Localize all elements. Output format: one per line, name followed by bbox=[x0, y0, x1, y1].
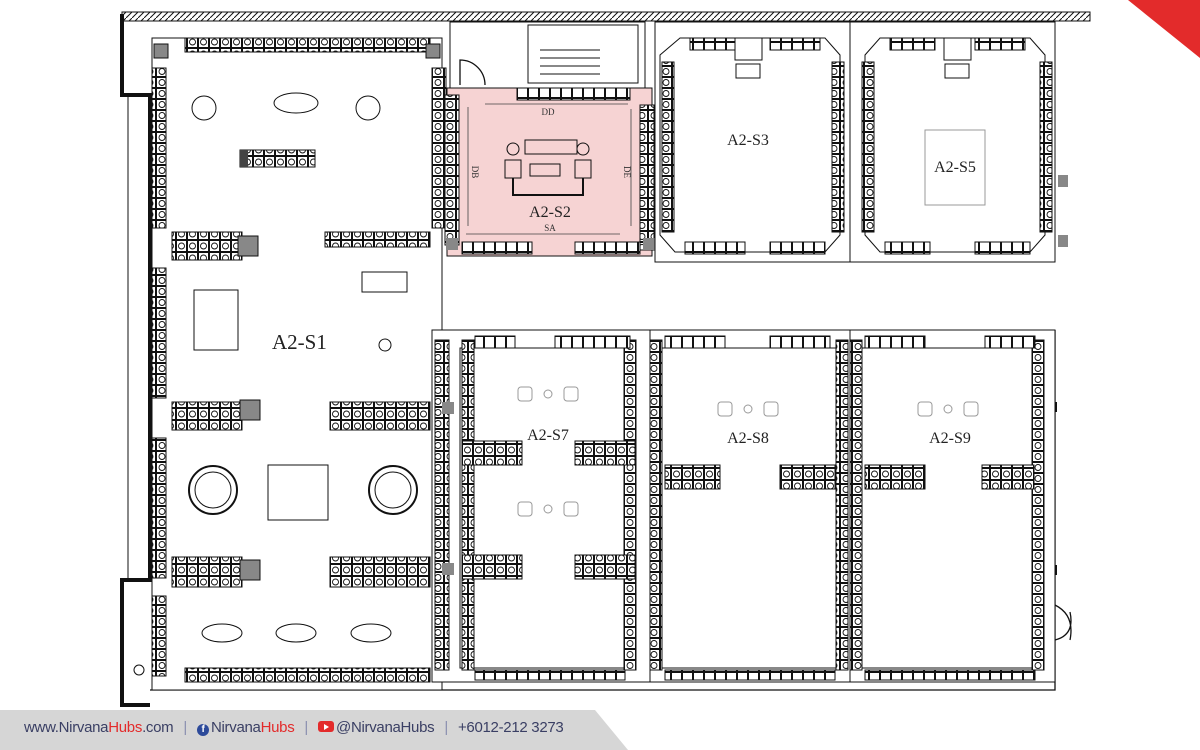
facebook-text: Nirvana bbox=[210, 719, 261, 736]
dimension-label-left: DB bbox=[470, 166, 480, 179]
zone-a2-s5[interactable]: A2-S5 bbox=[849, 21, 1068, 263]
zone-a2-s7[interactable]: A2-S7 bbox=[442, 335, 637, 681]
room-label-a2-s3: A2-S3 bbox=[727, 132, 769, 149]
website-link[interactable]: www.NirvanaHubs.com bbox=[24, 719, 174, 736]
corner-accent bbox=[1128, 0, 1200, 58]
divider: | bbox=[183, 719, 187, 736]
bottom-block bbox=[431, 329, 1056, 683]
dimension-label-top: DD bbox=[542, 107, 555, 117]
room-label-a2-s9: A2-S9 bbox=[929, 430, 971, 447]
zone-a2-s1[interactable]: A2-S1 bbox=[133, 37, 447, 691]
zone-a2-s3[interactable]: A2-S3 bbox=[654, 21, 851, 263]
room-label-a2-s7: A2-S7 bbox=[527, 427, 569, 444]
youtube-icon bbox=[318, 721, 335, 732]
zone-a2-s8[interactable]: A2-S8 bbox=[649, 335, 849, 681]
dimension-label-bottom: SA bbox=[544, 223, 556, 233]
stairwell bbox=[449, 21, 646, 89]
zone-a2-s9[interactable]: A2-S9 bbox=[849, 335, 1045, 681]
left-wall bbox=[120, 14, 152, 707]
youtube-link[interactable]: @NirvanaHubs bbox=[318, 719, 435, 736]
door-icon bbox=[1054, 604, 1072, 641]
room-label-a2-s1: A2-S1 bbox=[272, 330, 327, 354]
dimension-label-right: DE bbox=[622, 166, 632, 178]
divider: | bbox=[304, 719, 309, 736]
room-label-a2-s8: A2-S8 bbox=[727, 430, 769, 447]
website-accent: Hubs bbox=[108, 719, 143, 736]
room-label-a2-s5: A2-S5 bbox=[934, 159, 976, 176]
phone-number[interactable]: +6012-212 3273 bbox=[457, 719, 564, 736]
facebook-icon: f bbox=[196, 724, 209, 736]
top-wall bbox=[121, 11, 1091, 22]
left-window bbox=[127, 94, 151, 581]
website-suffix: .com bbox=[142, 719, 174, 736]
divider: | bbox=[444, 719, 448, 736]
website-text: www.Nirvana bbox=[24, 719, 109, 736]
facebook-accent: Hubs bbox=[260, 719, 295, 736]
footer-band bbox=[0, 710, 628, 750]
room-label-a2-s2: A2-S2 bbox=[529, 204, 571, 221]
zone-a2-s2[interactable]: DD DB DE SA A2-S2 bbox=[444, 87, 655, 257]
youtube-text: @NirvanaHubs bbox=[336, 719, 435, 736]
